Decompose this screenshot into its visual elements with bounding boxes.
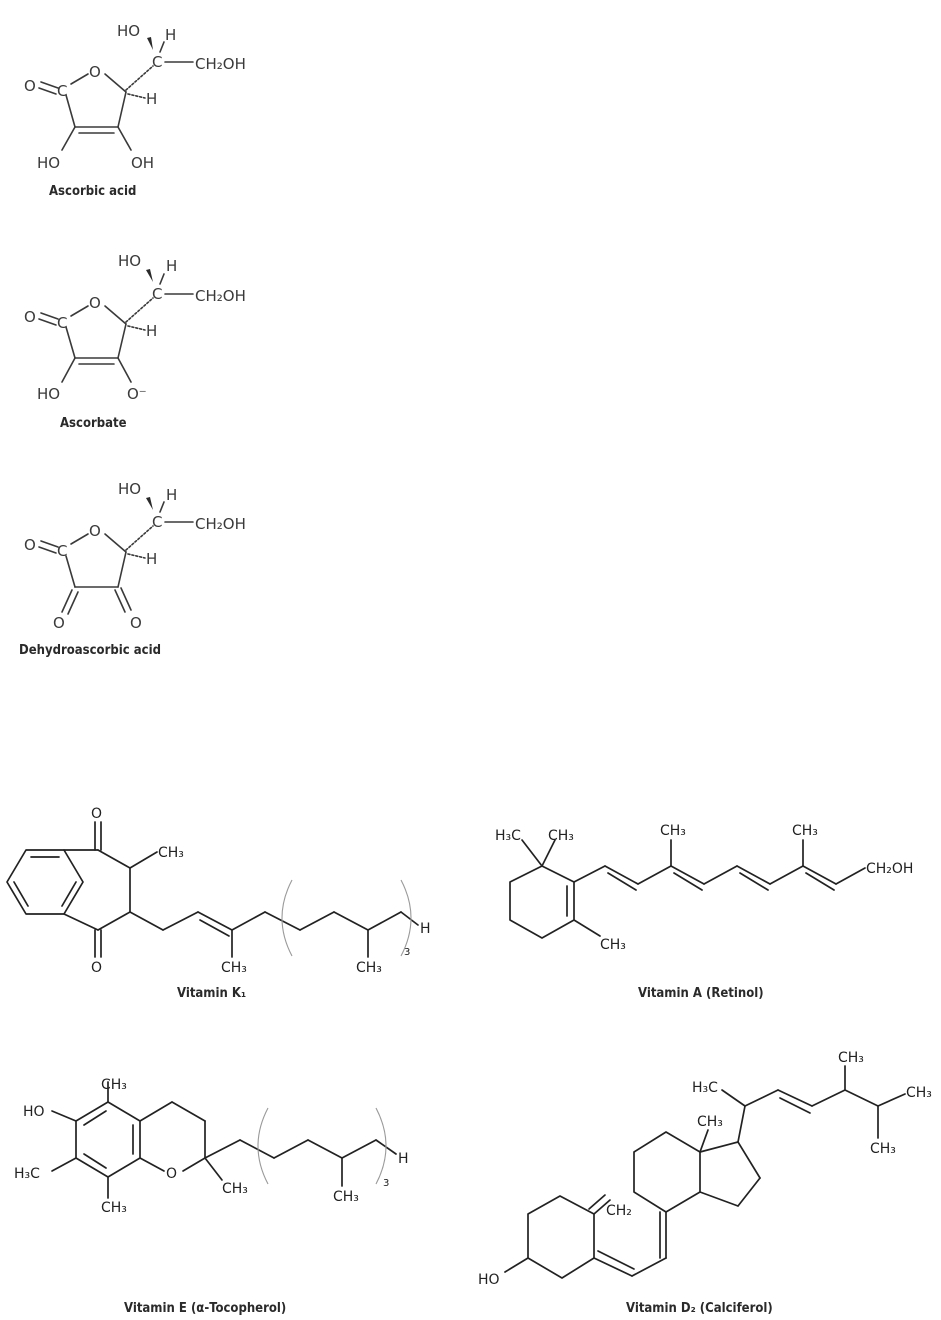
vitd-ch3-angular: CH₃ — [697, 1114, 723, 1130]
ascorbate-ch2oh: CH₂OH — [195, 287, 246, 305]
vita-ch2oh: CH₂OH — [866, 861, 913, 877]
dehydroascorbic-acid-structure: HO H C CH₂OH O O C H O O Dehydroascorbic… — [19, 480, 246, 658]
vite-h-end: H — [398, 1151, 409, 1167]
ascorbate-structure: HO H C CH₂OH O O C H HO O⁻ Ascorbate — [24, 252, 246, 431]
vite-repeat-count: 3 — [383, 1178, 389, 1189]
ascorbate-c-center: C — [152, 285, 162, 303]
vitamin-a-structure: H₃C CH₃ CH₃ CH₃ CH₃ CH₂OH Vitamin A (Ret… — [495, 823, 913, 1001]
k1-repeat-count: 3 — [404, 947, 410, 958]
vitamin-e-caption: Vitamin E (α-Tocopherol) — [124, 1301, 286, 1316]
ascorbic-ho-top: HO — [117, 22, 140, 40]
vitd-ch3-low: CH₃ — [870, 1141, 896, 1157]
dehydro-c-center: C — [152, 513, 162, 531]
vita-ch3-chain2: CH₃ — [792, 823, 818, 839]
ascorbate-caption: Ascorbate — [60, 416, 127, 431]
vite-ch3-repeat: CH₃ — [333, 1189, 359, 1205]
ascorbate-o-carbonyl: O — [24, 308, 36, 326]
ascorbic-o-carbonyl: O — [24, 77, 36, 95]
ascorbate-o-minus: O⁻ — [127, 385, 147, 403]
k1-ch3-ring: CH₃ — [158, 845, 184, 861]
k1-ch3-repeat: CH₃ — [356, 960, 382, 976]
dehydro-ch2oh: CH₂OH — [195, 515, 246, 533]
ascorbic-ch2oh: CH₂OH — [195, 55, 246, 73]
vitd-ho: HO — [478, 1272, 500, 1288]
vite-o-ring: O — [166, 1166, 177, 1182]
dehydro-o-right: O — [130, 614, 142, 632]
dehydro-ho-top: HO — [118, 480, 141, 498]
ascorbic-acid-structure: HO H C CH₂OH O O C H HO OH Ascorbic acid — [24, 22, 246, 199]
vitd-h3c: H₃C — [692, 1080, 718, 1096]
vitd-ch2: CH₂ — [606, 1203, 632, 1219]
vita-ch3-chain1: CH₃ — [660, 823, 686, 839]
ascorbate-h-top: H — [166, 257, 177, 275]
vitd-ch3-right: CH₃ — [906, 1085, 932, 1101]
ascorbate-h-ring: H — [146, 322, 157, 340]
ascorbate-ho-top: HO — [118, 252, 141, 270]
dehydro-h-top: H — [166, 486, 177, 504]
ascorbic-h-ring: H — [146, 90, 157, 108]
ascorbic-o-ring: O — [89, 63, 101, 81]
vitamin-k1-structure: O O CH₃ CH₃ CH₃ H 3 Vitamin K₁ — [6, 806, 431, 1001]
k1-o-top: O — [91, 806, 102, 822]
vite-ch3-top: CH₃ — [101, 1077, 127, 1093]
k1-h-end: H — [420, 921, 431, 937]
ascorbic-c-carbonyl: C — [57, 82, 67, 100]
vita-ch3-ring: CH₃ — [600, 937, 626, 953]
dehydroascorbic-acid-caption: Dehydroascorbic acid — [19, 643, 161, 658]
dehydro-o-left: O — [53, 614, 65, 632]
k1-o-bottom: O — [91, 960, 102, 976]
vite-ho: HO — [23, 1104, 45, 1120]
vitd-ch3-top: CH₃ — [838, 1050, 864, 1066]
vite-h3c: H₃C — [14, 1166, 40, 1182]
vitamin-k1-caption: Vitamin K₁ — [177, 986, 246, 1001]
k1-ch3-chain: CH₃ — [221, 960, 247, 976]
ascorbic-c-center: C — [152, 53, 162, 71]
dehydro-c-carbonyl: C — [57, 542, 67, 560]
dehydro-o-carbonyl: O — [24, 536, 36, 554]
vitamin-a-caption: Vitamin A (Retinol) — [638, 986, 764, 1001]
ascorbate-ho-left: HO — [37, 385, 60, 403]
ascorbate-o-ring: O — [89, 294, 101, 312]
vitamin-d2-caption: Vitamin D₂ (Calciferol) — [626, 1301, 773, 1316]
dehydro-o-ring: O — [89, 522, 101, 540]
ascorbic-ho-left: HO — [37, 154, 60, 172]
vite-ch3-quat: CH₃ — [222, 1181, 248, 1197]
vitamin-d2-structure: CH₃ H₃C CH₃ CH₃ CH₃ CH₂ HO Vitamin D₂ (C… — [478, 1050, 932, 1316]
dehydro-h-ring: H — [146, 550, 157, 568]
ascorbic-h-top: H — [165, 26, 176, 44]
ascorbate-c-carbonyl: C — [57, 314, 67, 332]
vita-ch3-gem: CH₃ — [548, 828, 574, 844]
vite-ch3-bottom: CH₃ — [101, 1200, 127, 1216]
vitamin-e-structure: CH₃ HO H₃C CH₃ O CH₃ CH₃ H 3 Vitamin E (… — [14, 1077, 409, 1316]
vita-h3c: H₃C — [495, 828, 521, 844]
ascorbic-acid-caption: Ascorbic acid — [49, 184, 136, 199]
ascorbic-oh-right: OH — [131, 154, 154, 172]
